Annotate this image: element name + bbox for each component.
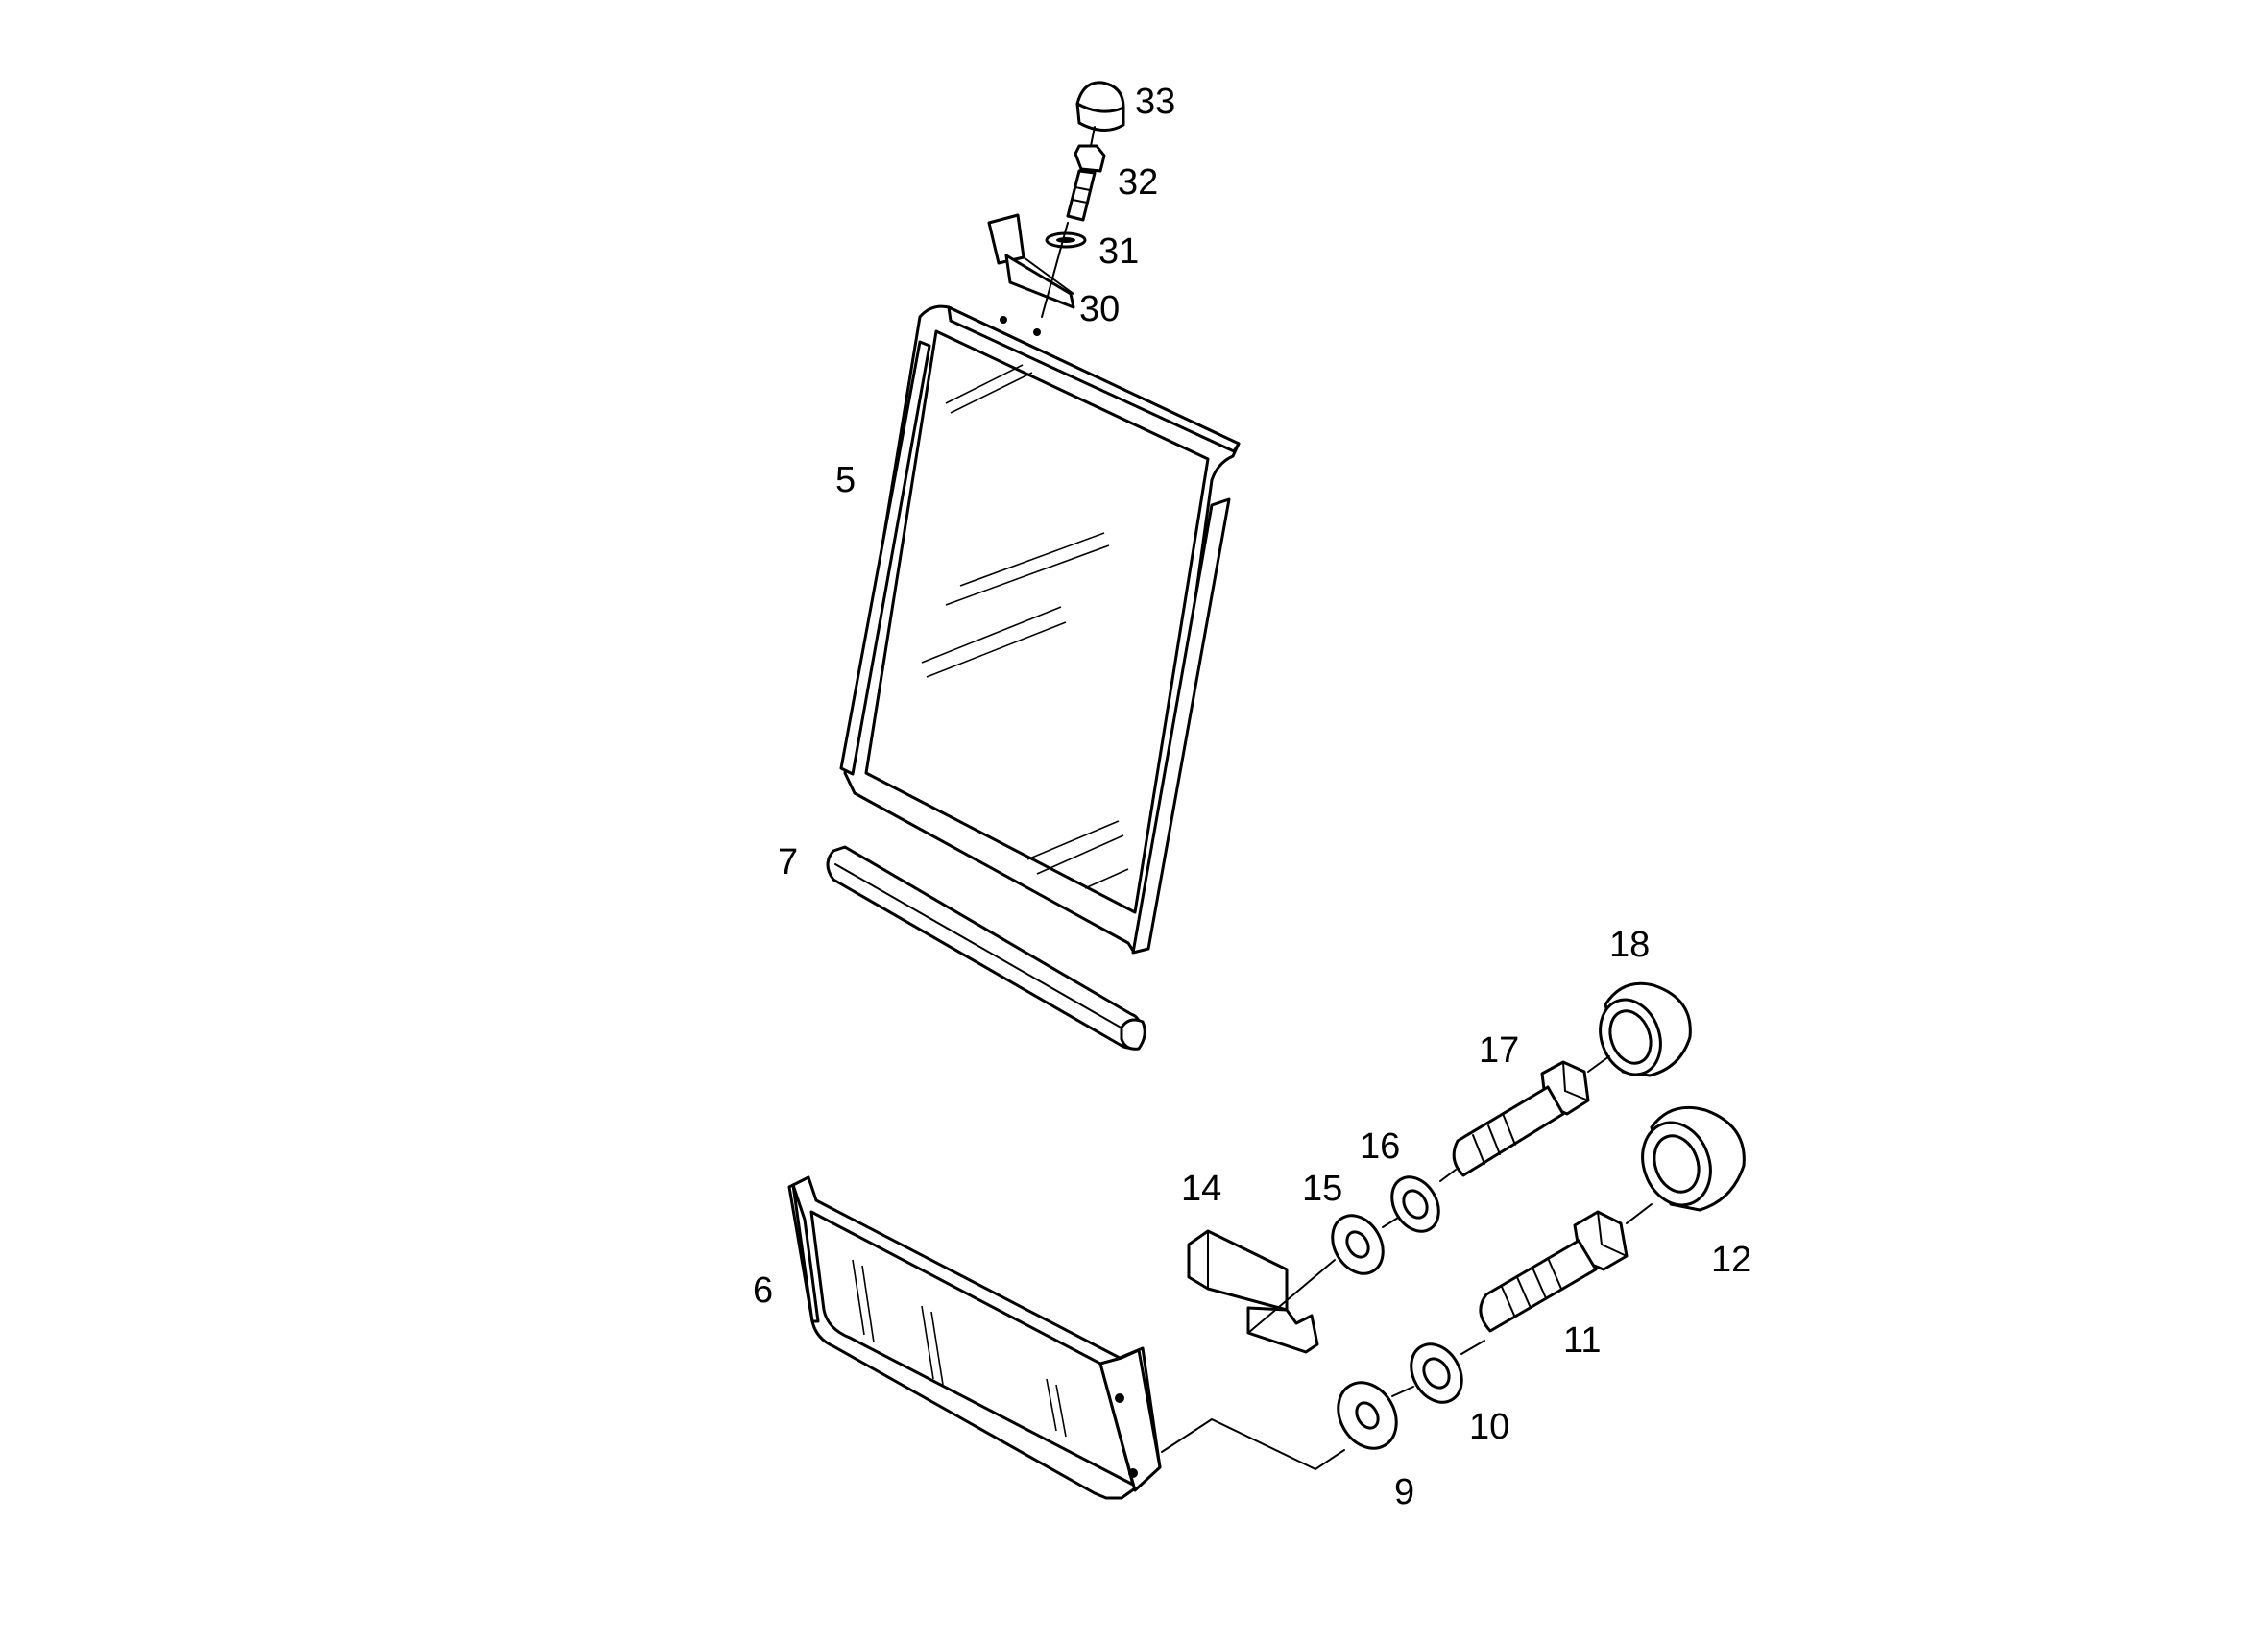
label-7: 7 xyxy=(778,842,798,882)
leader-10-9 xyxy=(1391,1386,1414,1397)
bolt-32 xyxy=(1066,144,1106,222)
leader-16-15 xyxy=(1382,1217,1399,1228)
washer-31 xyxy=(1045,231,1087,249)
label-16: 16 xyxy=(1360,1126,1400,1167)
leader-6-9 xyxy=(1161,1417,1345,1471)
washer-15 xyxy=(1331,1214,1385,1275)
leader-11-10 xyxy=(1460,1340,1485,1355)
bolt-17 xyxy=(1452,1060,1590,1177)
seal-strip-7 xyxy=(826,845,1146,1051)
leader-18-17 xyxy=(1587,1055,1610,1073)
label-6: 6 xyxy=(753,1270,773,1311)
leader-17-16 xyxy=(1439,1169,1457,1182)
callout-labels: 33 32 31 30 5 7 18 17 16 15 14 6 12 11 1… xyxy=(753,82,1751,1512)
cap-12 xyxy=(1641,1105,1746,1212)
label-32: 32 xyxy=(1118,162,1158,203)
bolt-11 xyxy=(1479,1210,1629,1333)
label-12: 12 xyxy=(1711,1240,1751,1280)
leader-15-14 xyxy=(1247,1259,1336,1334)
washer-9 xyxy=(1337,1381,1398,1450)
leader-32-31-30 xyxy=(1041,222,1069,318)
label-31: 31 xyxy=(1098,231,1139,272)
cap-18 xyxy=(1599,981,1692,1077)
label-33: 33 xyxy=(1135,82,1175,122)
leader-12-11 xyxy=(1626,1203,1653,1224)
label-17: 17 xyxy=(1479,1030,1519,1071)
bracket-30 xyxy=(987,213,1075,309)
label-14: 14 xyxy=(1181,1169,1221,1209)
leader-33-32 xyxy=(1090,126,1096,147)
label-18: 18 xyxy=(1609,925,1650,965)
label-11: 11 xyxy=(1563,1320,1601,1361)
washer-16 xyxy=(1390,1175,1440,1233)
label-5: 5 xyxy=(835,460,856,500)
label-15: 15 xyxy=(1302,1169,1342,1209)
lower-window-6 xyxy=(787,1175,1162,1500)
label-30: 30 xyxy=(1079,289,1120,329)
washer-10 xyxy=(1410,1342,1463,1404)
window-frame-5 xyxy=(839,304,1241,955)
label-10: 10 xyxy=(1469,1407,1509,1447)
label-9: 9 xyxy=(1394,1472,1414,1512)
cap-33 xyxy=(1075,81,1125,132)
